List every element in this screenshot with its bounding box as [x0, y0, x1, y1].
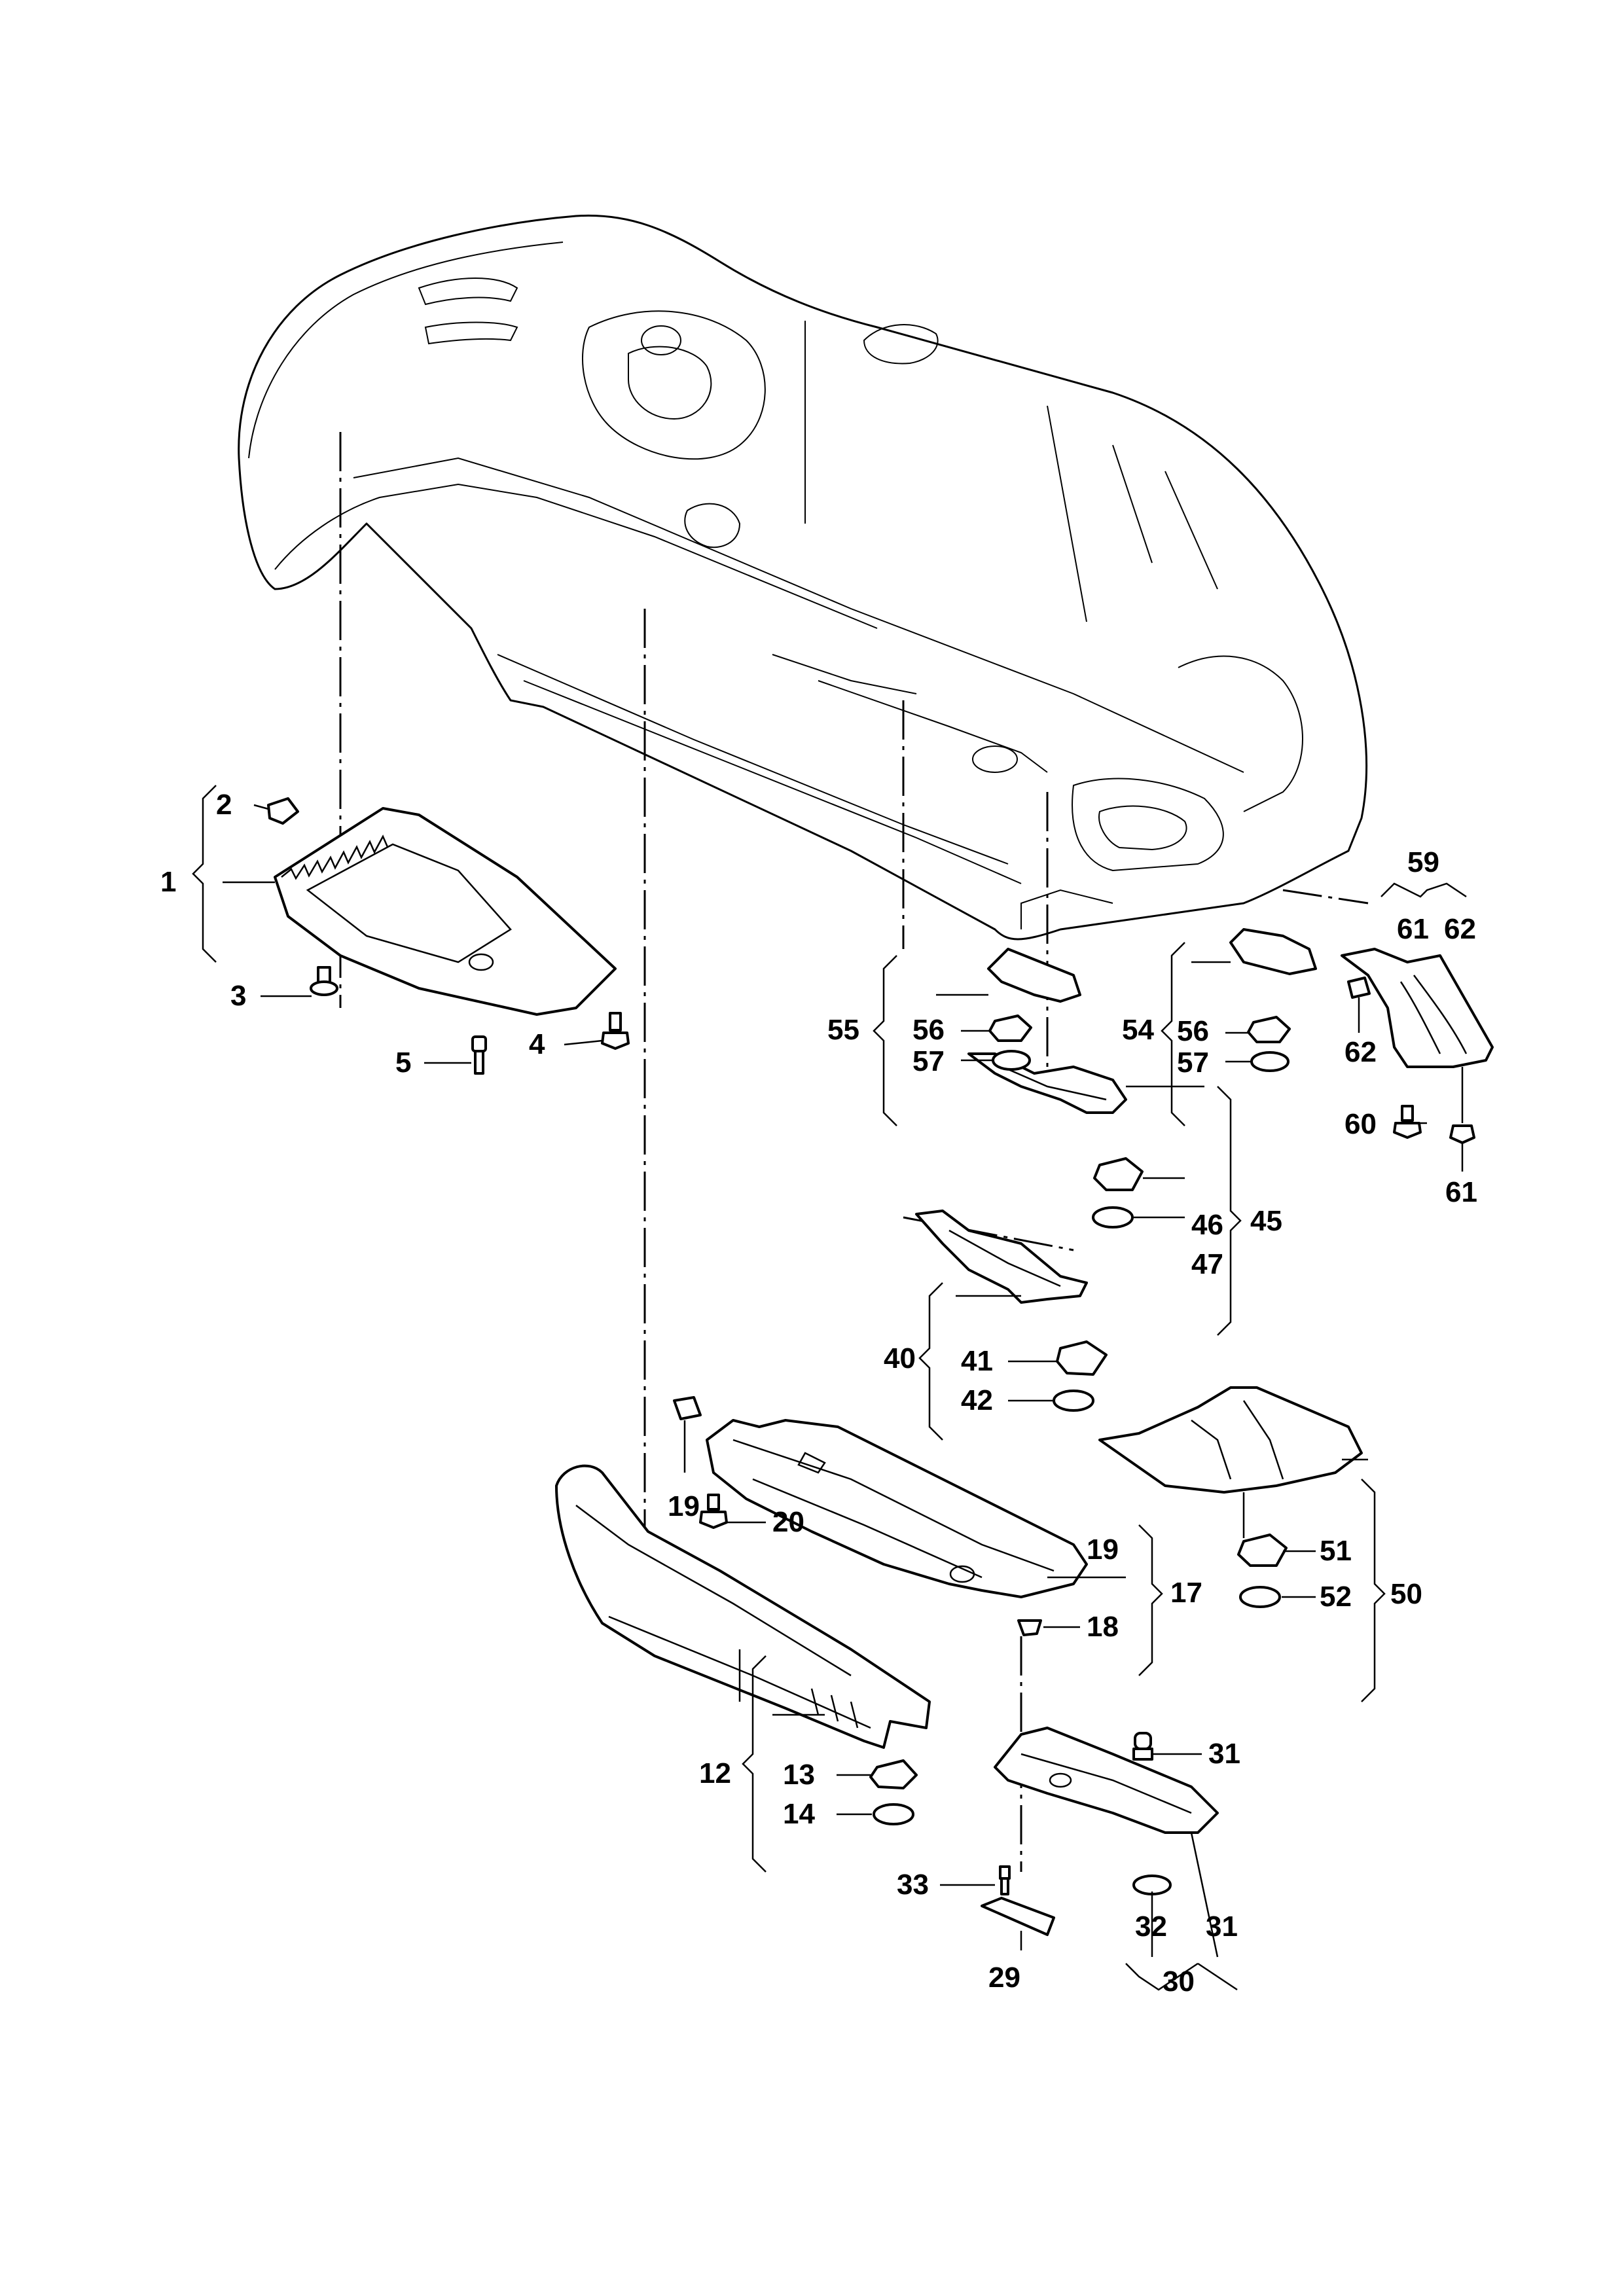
clip-part-62: [1347, 977, 1371, 999]
callout-41: 41: [961, 1345, 993, 1377]
callout-56-right: 56: [1177, 1015, 1209, 1047]
callout-40: 40: [884, 1342, 916, 1374]
callout-47: 47: [1191, 1248, 1223, 1280]
clip-part-46: [1093, 1157, 1144, 1191]
front-underbody-panel: [274, 807, 617, 1016]
callout-14: 14: [783, 1798, 815, 1830]
grommet-part-57-right: [1250, 1051, 1290, 1072]
callout-31-lower: 31: [1206, 1910, 1238, 1943]
clip-part-41: [1056, 1340, 1108, 1376]
leader-lines: [223, 804, 1464, 1958]
callout-19-upper: 19: [668, 1490, 700, 1522]
clip-part-61: [1449, 1124, 1475, 1144]
clip-part-13: [869, 1759, 918, 1789]
grouping-brackets: [192, 785, 1467, 1991]
callout-46: 46: [1191, 1209, 1223, 1241]
callout-20: 20: [772, 1506, 804, 1538]
callout-60: 60: [1344, 1108, 1377, 1140]
bolt-part-4: [601, 1012, 630, 1050]
callout-56-left: 56: [912, 1014, 945, 1046]
grommet-part-52: [1239, 1586, 1281, 1608]
callout-18: 18: [1087, 1611, 1119, 1643]
callout-17: 17: [1170, 1577, 1202, 1609]
grommet-part-42: [1053, 1390, 1094, 1412]
rear-floor-shield-part-50: [1098, 1386, 1363, 1494]
callout-57-right: 57: [1177, 1047, 1209, 1079]
callout-61: 61: [1445, 1176, 1477, 1208]
callout-3: 3: [230, 980, 246, 1012]
callout-61-header: 61: [1397, 913, 1429, 945]
bolt-part-60: [1393, 1105, 1422, 1139]
callout-1: 1: [160, 866, 176, 898]
callout-5: 5: [395, 1047, 411, 1079]
clip-part-19: [673, 1396, 702, 1420]
clip-part-51: [1237, 1534, 1288, 1567]
callout-45: 45: [1250, 1205, 1282, 1237]
screw-part-3: [310, 966, 338, 996]
wheel-arch-liner-part-59: [1341, 948, 1494, 1068]
callout-54: 54: [1122, 1014, 1154, 1046]
callout-2: 2: [216, 789, 232, 821]
heat-shield-part-40: [915, 1210, 1088, 1304]
callout-12: 12: [699, 1757, 731, 1789]
callout-32: 32: [1135, 1910, 1167, 1943]
callout-19-lower: 19: [1087, 1534, 1119, 1566]
callout-62-header: 62: [1444, 913, 1476, 945]
callout-55: 55: [827, 1014, 859, 1046]
callout-52: 52: [1320, 1581, 1352, 1613]
center-tunnel-panel: [706, 1419, 1088, 1598]
clip-part-31: [1132, 1732, 1153, 1761]
callout-4: 4: [529, 1028, 545, 1060]
callout-59: 59: [1407, 846, 1439, 878]
vehicle-body-underside: [238, 214, 1367, 941]
callout-42: 42: [961, 1384, 993, 1416]
callout-51: 51: [1320, 1535, 1352, 1567]
callout-57-left: 57: [912, 1045, 945, 1077]
callout-31-upper: 31: [1208, 1738, 1240, 1770]
callout-30: 30: [1163, 1965, 1195, 1998]
grommet-part-47: [1092, 1206, 1134, 1229]
bracket-part-55: [987, 948, 1081, 1003]
callout-labels: 1 2 3 4 5 12 13 14 17 18 19 19 20 29 30 …: [160, 789, 1477, 1998]
callout-62: 62: [1344, 1036, 1377, 1068]
callout-50: 50: [1390, 1578, 1422, 1610]
pin-part-5: [471, 1035, 487, 1075]
screw-part-33: [999, 1865, 1011, 1895]
callout-13: 13: [783, 1759, 815, 1791]
rear-heat-shield: [994, 1727, 1219, 1834]
callout-29: 29: [988, 1962, 1020, 1994]
grommet-part-57-left: [992, 1050, 1031, 1071]
bracket-part-54: [1229, 928, 1317, 975]
callout-33: 33: [897, 1869, 929, 1901]
clip-part-56-left: [988, 1014, 1032, 1042]
grommet-part-14: [873, 1803, 914, 1825]
bolt-part-20: [699, 1494, 728, 1529]
clip-part-18: [1017, 1619, 1042, 1636]
tape-part-29: [981, 1897, 1055, 1936]
clip-part-56-right: [1247, 1016, 1291, 1043]
clip-part-2: [267, 797, 299, 825]
grommet-part-32: [1132, 1874, 1172, 1895]
